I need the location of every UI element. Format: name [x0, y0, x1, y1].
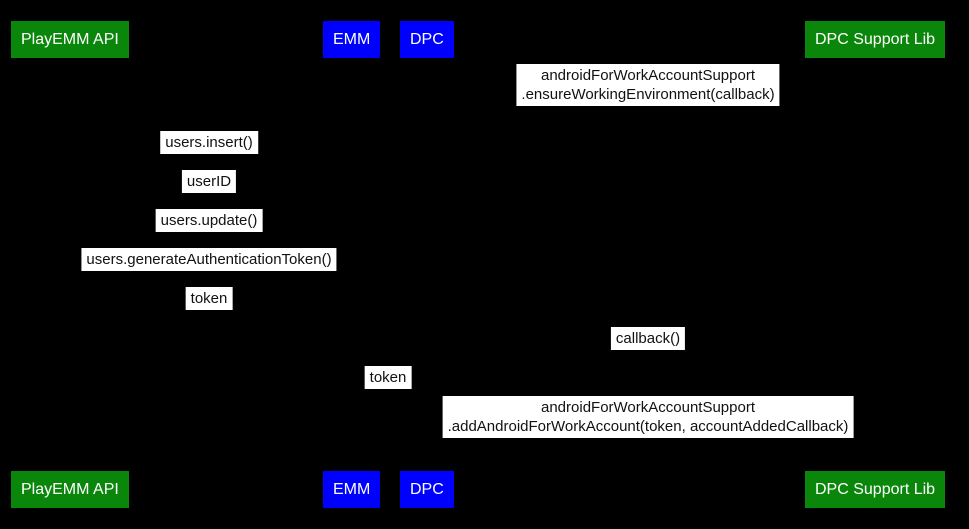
actor-dpc-support-lib-top: DPC Support Lib — [805, 21, 946, 58]
message-users-update: users.update() — [155, 209, 263, 232]
message-line: .ensureWorkingEnvironment(callback) — [521, 86, 775, 103]
actor-emm-top: EMM — [323, 21, 381, 58]
message-line: .addAndroidForWorkAccount(token, account… — [447, 418, 849, 435]
message-token-to-play-emm: token — [185, 287, 233, 310]
message-users-insert: users.insert() — [160, 131, 258, 154]
message-users-generate-authentication-token: users.generateAuthenticationToken() — [81, 248, 337, 271]
actor-dpc-bottom: DPC — [400, 471, 454, 508]
actor-playemm-api-top: PlayEMM API — [11, 21, 129, 58]
message-add-android-for-work-account: androidForWorkAccountSupport .addAndroid… — [442, 396, 854, 438]
actor-dpc-top: DPC — [400, 21, 454, 58]
message-line: androidForWorkAccountSupport — [540, 67, 755, 84]
actor-emm-bottom: EMM — [323, 471, 381, 508]
message-token-to-dpc: token — [364, 366, 412, 389]
message-user-id: userID — [181, 170, 237, 193]
actor-dpc-support-lib-bottom: DPC Support Lib — [805, 471, 946, 508]
message-callback: callback() — [610, 327, 686, 350]
actor-playemm-api-bottom: PlayEMM API — [11, 471, 129, 508]
message-ensure-working-environment: androidForWorkAccountSupport .ensureWork… — [516, 64, 780, 106]
message-line: androidForWorkAccountSupport — [541, 399, 755, 416]
